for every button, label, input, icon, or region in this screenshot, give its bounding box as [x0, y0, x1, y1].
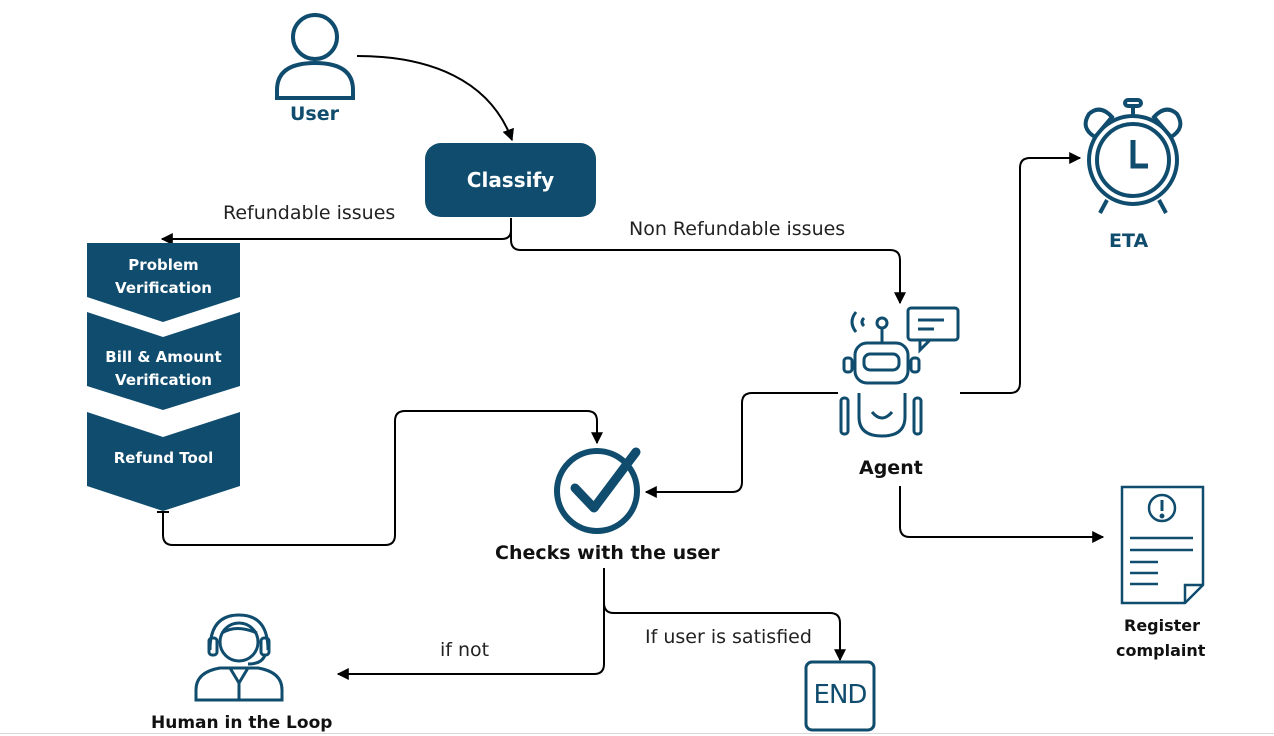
edge-checks-to-end [603, 568, 846, 662]
check-circle-icon [554, 447, 641, 534]
alarm-clock-icon [1083, 98, 1183, 214]
end-box [804, 660, 876, 732]
edge-label-if-not: if not [440, 639, 490, 661]
edge-agent-to-eta [960, 152, 1082, 394]
edge-checks-to-human [336, 568, 605, 680]
classify-node: Classify [425, 143, 596, 217]
refund-pipeline [87, 243, 240, 511]
eta-label: ETA [1109, 230, 1149, 252]
edge-label-satisfied: If user is satisfied [645, 626, 812, 648]
chevron-bill-verification [87, 312, 240, 410]
register-label-line2: complaint [1116, 641, 1206, 660]
human-label: Human in the Loop [151, 713, 333, 733]
edge-classify-to-agent [510, 218, 906, 305]
chevron-refund-tool [87, 412, 240, 511]
agent-label: Agent [859, 457, 923, 479]
edge-agent-to-register [899, 486, 1105, 543]
edge-label-non-refundable: Non Refundable issues [629, 218, 846, 240]
bottom-divider [0, 733, 1274, 734]
user-icon [275, 13, 355, 100]
register-label-line1: Register [1124, 616, 1201, 635]
edge-user-to-classify [356, 55, 514, 142]
edge-agent-to-checks [644, 392, 838, 498]
chevron-refund-label: Refund Tool [113, 449, 214, 467]
chevron-problem-label: Problem Verification [115, 256, 212, 297]
chevron-problem-verification [87, 243, 240, 322]
edge-refund-to-checks [162, 410, 603, 546]
classify-label: Classify [466, 168, 555, 192]
robot-icon [839, 306, 960, 438]
end-label: END [813, 680, 868, 710]
edge-label-refundable: Refundable issues [223, 202, 396, 224]
user-label: User [290, 103, 339, 125]
edges [157, 55, 1105, 680]
checks-label: Checks with the user [495, 542, 720, 564]
document-alert-icon [1120, 485, 1205, 605]
chevron-bill-label: Bill & Amount Verification [105, 348, 222, 389]
headset-agent-icon [194, 613, 284, 702]
